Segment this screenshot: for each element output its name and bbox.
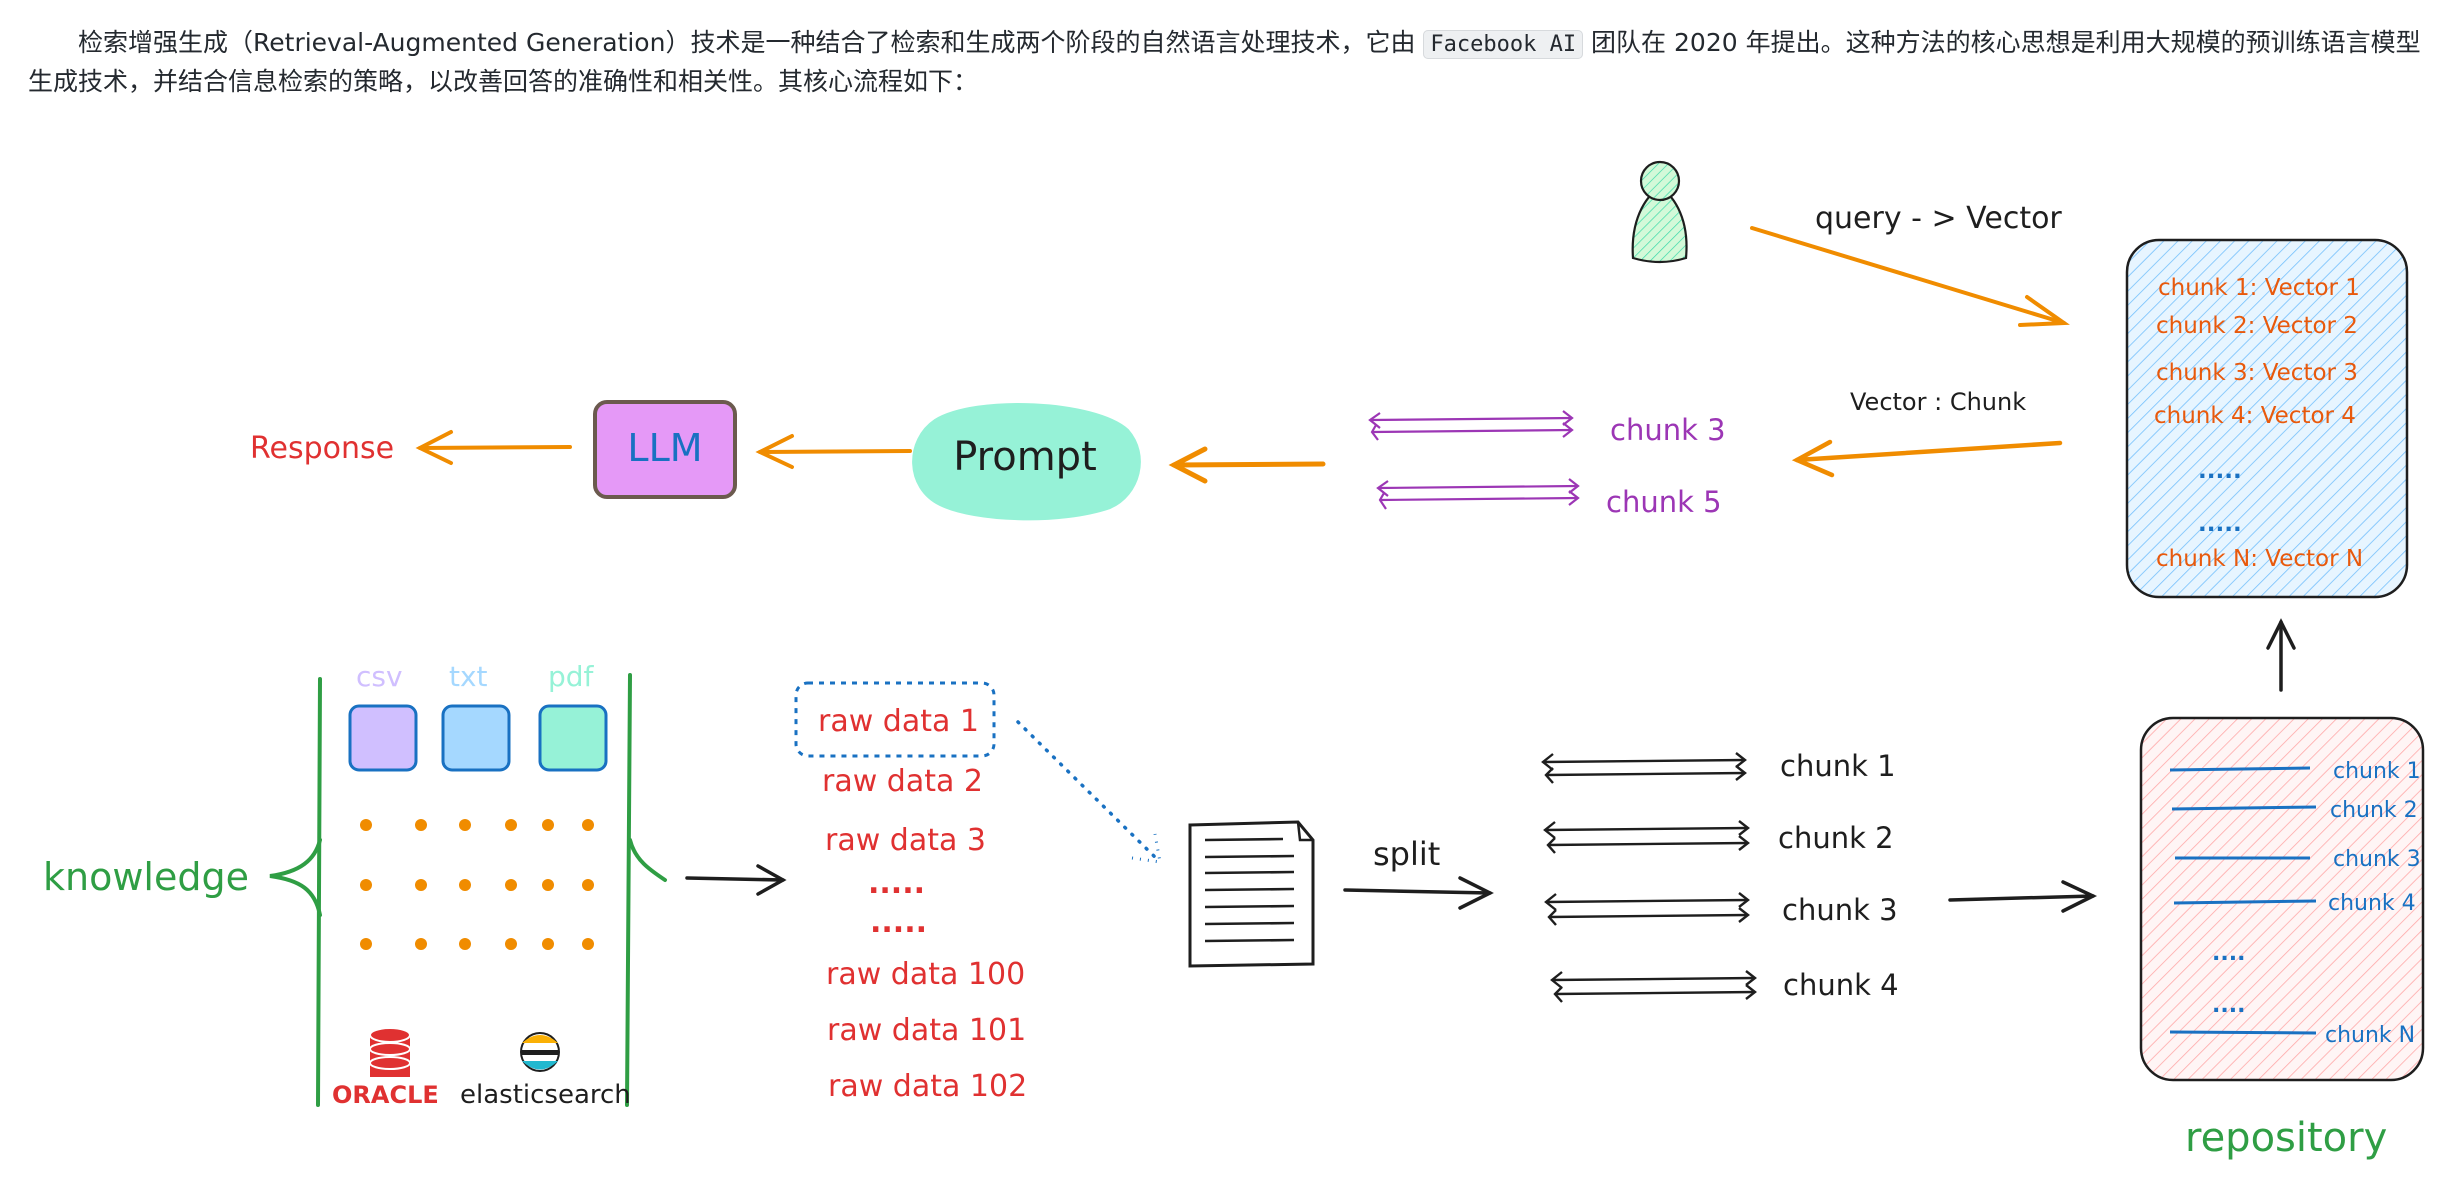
repository-entry: chunk 4	[2328, 891, 2416, 916]
raw-data-item: raw data 102	[828, 1069, 1027, 1104]
split-chunk-label: chunk 3	[1782, 893, 1898, 927]
file-type-label-pdf: pdf	[548, 660, 595, 693]
retrieved-chunk-label: chunk 3	[1610, 413, 1726, 447]
llm-to-response-arrow	[415, 430, 572, 465]
response-label: Response	[250, 431, 394, 466]
repository-entry: chunk 1	[2333, 759, 2421, 784]
intro-paragraph: 检索增强生成（Retrieval-Augmented Generation）技术…	[28, 24, 2428, 100]
repository-ellipsis: ....	[2212, 993, 2245, 1018]
prompt-node	[912, 403, 1141, 521]
repository-entry: chunk 3	[2333, 847, 2421, 872]
split-chunk	[1550, 970, 1757, 1003]
chunks-to-prompt-arrow	[1168, 446, 1326, 484]
prompt-to-llm-arrow	[755, 434, 912, 469]
txt-file-icon	[441, 704, 511, 772]
raw-to-document-dotted-arrow	[1016, 720, 1162, 864]
repository-entries: chunk 1 chunk 2 chunk 3 chunk 4 .... ...…	[2212, 759, 2421, 1048]
raw-data-item: raw data 1	[818, 704, 979, 739]
vector-store-box	[2125, 238, 2409, 599]
llm-label: LLM	[627, 426, 702, 470]
raw-data-item: raw data 3	[825, 823, 986, 858]
split-chunk	[1544, 892, 1750, 926]
split-chunk	[1543, 820, 1750, 854]
repository-ellipsis: ....	[2212, 941, 2245, 966]
retrieved-chunk-label: chunk 5	[1606, 485, 1722, 519]
raw-data-item: raw data 100	[826, 957, 1025, 992]
prompt-label: Prompt	[953, 434, 1097, 480]
intro-text-part2: 团队在 2020 年提出。这种方法的核心思想是利用大规模的预训练语言模型生成技术…	[28, 28, 2421, 96]
csv-file-icon	[348, 704, 418, 772]
pdf-file-icon	[538, 704, 608, 772]
oracle-logo-text: ORACLE	[332, 1081, 439, 1109]
file-type-label-csv: csv	[356, 660, 403, 693]
query-arrow	[1750, 226, 2070, 327]
split-chunk-label: chunk 1	[1780, 749, 1896, 783]
raw-data-selection-box	[794, 681, 996, 758]
repository-to-vector-store-arrow	[2266, 618, 2296, 692]
knowledge-bracket	[269, 673, 667, 1107]
elasticsearch-icon	[520, 1032, 560, 1072]
vector-entry: chunk N: Vector N	[2156, 546, 2363, 572]
file-type-label-txt: txt	[449, 660, 488, 693]
split-chunk-label: chunk 4	[1783, 968, 1899, 1002]
document-icon	[1188, 820, 1315, 968]
raw-data-ellipsis: .....	[868, 866, 925, 901]
repository-entry: chunk 2	[2330, 798, 2418, 823]
vector-entry: chunk 1: Vector 1	[2158, 275, 2360, 301]
query-vector-label: query - > Vector	[1815, 201, 2062, 236]
vector-ellipsis: .....	[2198, 511, 2242, 537]
intro-text-part1: 检索增强生成（Retrieval-Augmented Generation）技术…	[78, 28, 1424, 57]
vector-ellipsis: .....	[2198, 458, 2242, 484]
user-icon	[1631, 160, 1688, 264]
knowledge-label: knowledge	[43, 855, 249, 899]
raw-data-ellipsis: .....	[870, 905, 927, 940]
llm-node	[593, 400, 737, 499]
split-chunk	[1541, 752, 1747, 784]
retrieval-arrow	[1791, 439, 2063, 478]
repository-lines	[2169, 766, 2317, 1035]
raw-data-list: raw data 1 raw data 2 raw data 3 ..... .…	[818, 704, 1027, 1104]
raw-data-item: raw data 2	[822, 764, 983, 799]
oracle-database-icon	[369, 1027, 411, 1077]
knowledge-dots	[360, 819, 594, 950]
split-chunk-label: chunk 2	[1778, 821, 1894, 855]
raw-data-item: raw data 101	[827, 1013, 1026, 1048]
retrieved-chunk	[1376, 478, 1580, 510]
split-label: split	[1373, 835, 1440, 873]
elasticsearch-logo-text: elasticsearch	[460, 1080, 631, 1110]
chunks-to-repository-arrow	[1948, 880, 2098, 913]
split-arrow	[1343, 876, 1494, 910]
inline-code-facebook-ai: Facebook AI	[1423, 30, 1584, 59]
retrieved-chunk	[1368, 410, 1574, 441]
repository-entry: chunk N	[2325, 1023, 2415, 1048]
vector-entry: chunk 3: Vector 3	[2156, 360, 2358, 386]
vector-entry: chunk 4: Vector 4	[2154, 403, 2356, 429]
knowledge-to-raw-arrow	[685, 864, 787, 896]
vector-entry: chunk 2: Vector 2	[2156, 313, 2358, 339]
repository-label: repository	[2185, 1115, 2387, 1161]
vector-chunk-label: Vector : Chunk	[1850, 388, 2026, 416]
vector-store-entries: chunk 1: Vector 1 chunk 2: Vector 2 chun…	[2154, 275, 2363, 572]
